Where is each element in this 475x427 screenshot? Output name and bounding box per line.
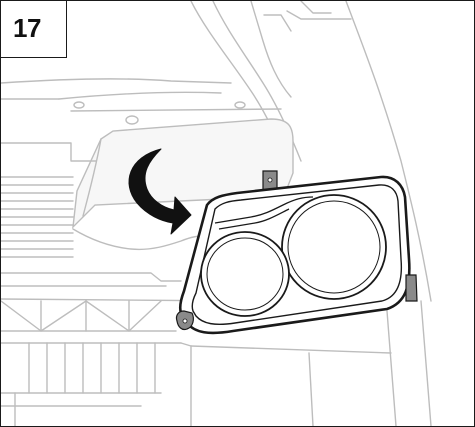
vehicle-background [1, 1, 432, 426]
curved-arrow-icon [128, 148, 192, 235]
step-number: 17 [13, 13, 41, 43]
headlight-assembly [175, 175, 418, 335]
step-number-box: 17 [1, 1, 67, 58]
